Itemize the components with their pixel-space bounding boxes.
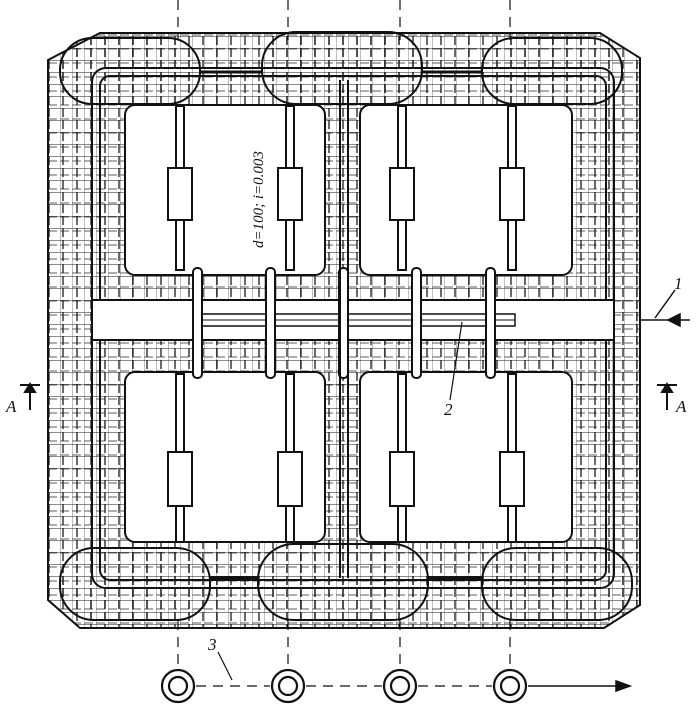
section-markers xyxy=(20,382,677,410)
header-leader-line xyxy=(449,321,463,401)
outlet-leader-line xyxy=(217,651,233,681)
connecting-pipes xyxy=(200,70,482,580)
section-right-label: A xyxy=(675,397,687,416)
central-main-pipe xyxy=(339,80,349,578)
header-pipe-marker-label: 2 xyxy=(444,400,453,419)
upper-laterals xyxy=(167,105,525,271)
lower-laterals xyxy=(167,373,525,543)
pipe-spec-label: d=100; i=0.003 xyxy=(251,151,267,248)
inlet-arrow xyxy=(640,289,690,328)
section-left-label: A xyxy=(5,397,17,416)
collection-wells xyxy=(160,668,528,704)
central-band xyxy=(91,299,615,341)
inlet-marker-label: 1 xyxy=(674,274,683,293)
outlet-flow-arrow xyxy=(528,679,633,693)
top-chambers xyxy=(59,31,623,105)
bottom-chambers xyxy=(59,543,633,621)
bottom-dashed-lines xyxy=(177,620,511,687)
outlet-marker-label: 3 xyxy=(207,635,217,654)
top-dashed-lines xyxy=(177,0,511,40)
upper-right-bed xyxy=(359,104,573,276)
header-flanges xyxy=(192,267,496,379)
